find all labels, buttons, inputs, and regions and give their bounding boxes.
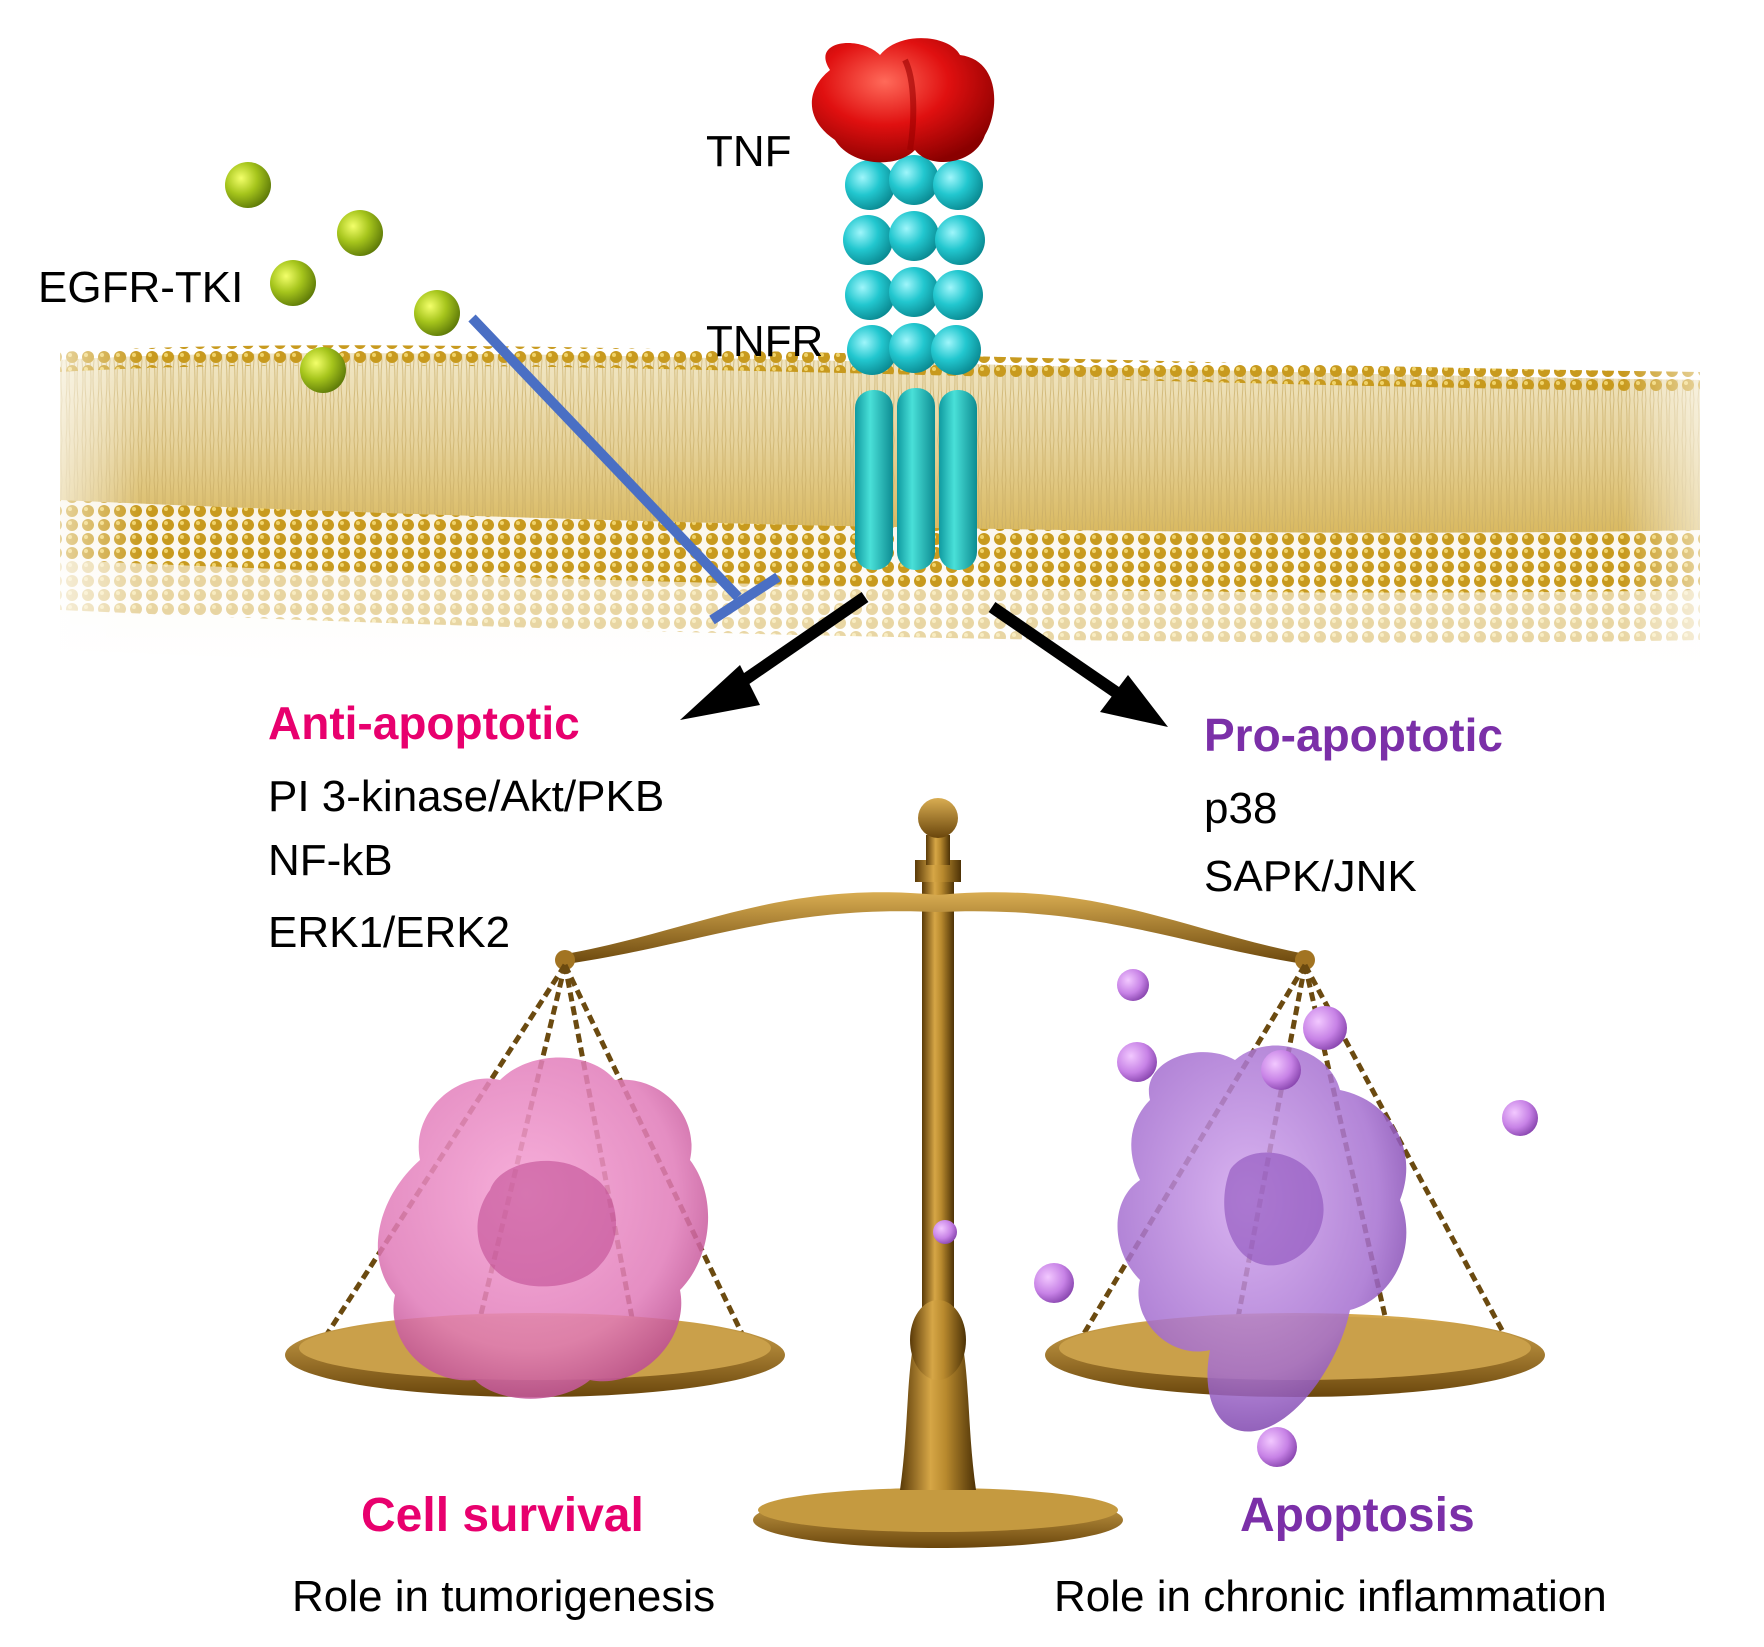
anti-apoptotic-heading: Anti-apoptotic: [268, 697, 580, 749]
anti-apoptotic-arrow: [680, 592, 869, 720]
apoptotic-bodies: [933, 969, 1538, 1467]
anti-apoptotic-item: ERK1/ERK2: [268, 908, 511, 957]
tnfr-label: TNFR: [706, 317, 824, 366]
pro-apoptotic-heading: Pro-apoptotic: [1204, 709, 1503, 761]
inhibition-line: [468, 314, 781, 625]
apoptotic-cell-icon: [1117, 1045, 1407, 1432]
tumorigenesis-role-label: Role in tumorigenesis: [292, 1572, 716, 1621]
chronic-inflammation-role-label: Role in chronic inflammation: [1054, 1572, 1607, 1621]
survival-cell-icon: [377, 1057, 709, 1399]
anti-apoptotic-item: NF-kB: [268, 836, 393, 885]
pro-apoptotic-arrow: [988, 602, 1168, 727]
pro-apoptotic-item: p38: [1204, 784, 1278, 833]
tnf-label: TNF: [706, 127, 792, 176]
cell-survival-label: Cell survival: [361, 1489, 644, 1542]
tnfr-receptor-icon: [843, 155, 985, 570]
tnf-ligand-icon: [811, 38, 995, 163]
pro-apoptotic-item: SAPK/JNK: [1204, 852, 1417, 901]
anti-apoptotic-item: PI 3-kinase/Akt/PKB: [268, 772, 665, 821]
egfr-tki-label: EGFR-TKI: [38, 263, 244, 312]
egfr-tki-molecule-icon: [225, 162, 460, 393]
apoptosis-label: Apoptosis: [1240, 1489, 1475, 1542]
